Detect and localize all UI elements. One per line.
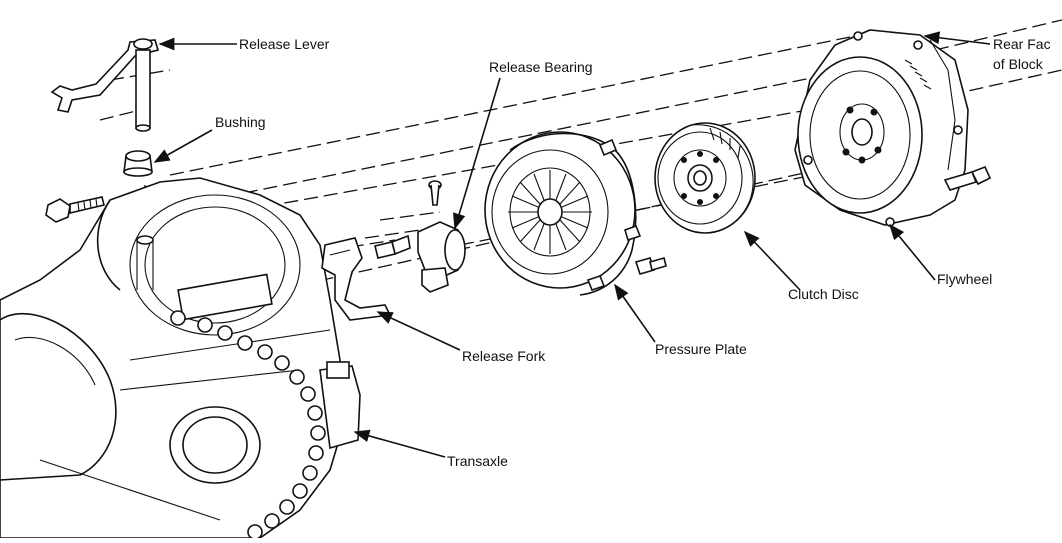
label-bushing: Bushing: [215, 114, 266, 130]
transaxle-gear-ring: [170, 310, 326, 540]
pressure-plate-bolt: [634, 257, 667, 275]
label-clutch-disc: Clutch Disc: [788, 286, 859, 302]
release-fork-part: [321, 237, 392, 321]
flywheel-part: [794, 29, 969, 227]
leader-arrows: [153, 31, 991, 458]
label-pressure-plate: Pressure Plate: [655, 341, 747, 357]
label-release-fork: Release Fork: [462, 348, 546, 364]
fork-bolt-part: [374, 234, 411, 259]
label-release-lever: Release Lever: [239, 36, 330, 52]
label-flywheel: Flywheel: [937, 271, 993, 287]
label-release-bearing: Release Bearing: [489, 59, 593, 75]
left-bolt-part: [45, 196, 105, 223]
label-transaxle: Transaxle: [447, 453, 508, 469]
pressure-plate-part: [484, 131, 642, 296]
release-lever-part: [50, 38, 160, 132]
release-bearing-part: [417, 180, 466, 293]
clutch-disc-part: [654, 122, 756, 234]
label-rear-face-line1: Rear Fac: [993, 36, 1051, 52]
label-rear-face-line2: of Block: [993, 56, 1043, 72]
transaxle-housing: [0, 177, 361, 539]
bushing-part: [123, 150, 153, 177]
flywheel-bolt-part: [943, 165, 992, 191]
